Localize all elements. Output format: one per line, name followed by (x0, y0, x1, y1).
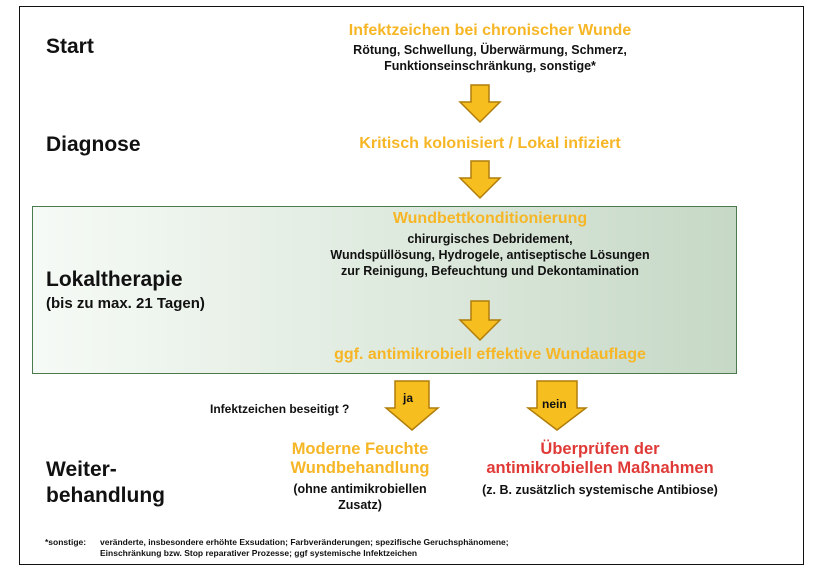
footnote-line-2: Einschränkung bzw. Stop reparativer Proz… (100, 548, 418, 558)
footnote-label: *sonstige: (45, 537, 87, 547)
stage-lokaltherapie: Lokaltherapie (46, 268, 183, 291)
stage-weiter: Weiter- (46, 458, 117, 481)
dressing-label: ggf. antimikrobiell effektive Wundauflag… (334, 346, 646, 363)
start-block: Infektzeichen bei chronischer Wunde Rötu… (290, 22, 690, 74)
yes-note-2: Zusatz) (338, 498, 382, 512)
yes-title-2: Wundbehandlung (290, 459, 430, 477)
yes-arrow-icon (384, 380, 440, 431)
diagnose-title: Kritisch kolonisiert / Lokal infiziert (359, 135, 621, 152)
yes-outcome: Moderne Feuchte Wundbehandlung (ohne ant… (255, 440, 465, 513)
therapy-line-1: chirurgisches Debridement, (407, 232, 573, 246)
no-label: nein (542, 397, 567, 411)
start-line-2: Funktionseinschränkung, sonstige* (384, 59, 596, 73)
footnote-line-1: veränderte, insbesondere erhöhte Exsudat… (100, 537, 509, 547)
no-title-2: antimikrobiellen Maßnahmen (486, 459, 714, 477)
stage-diagnose: Diagnose (46, 133, 141, 156)
yes-note-1: (ohne antimikrobiellen (293, 482, 427, 496)
no-note: (z. B. zusätzlich systemische Antibiose) (482, 483, 718, 497)
therapy-line-3: zur Reinigung, Befeuchtung und Dekontami… (341, 264, 639, 278)
no-arrow-icon (526, 380, 588, 431)
down-arrow-icon-3 (458, 300, 502, 342)
down-arrow-icon-2 (458, 160, 502, 200)
stage-start: Start (46, 35, 94, 58)
no-title-1: Überprüfen der (540, 440, 660, 458)
footnote-text: veränderte, insbesondere erhöhte Exsudat… (100, 537, 780, 559)
diagram-frame (19, 6, 804, 565)
no-outcome: Überprüfen der antimikrobiellen Maßnahme… (450, 440, 750, 498)
therapy-line-2: Wundspüllösung, Hydrogele, antiseptische… (330, 248, 650, 262)
stage-lokaltherapie-sub: (bis zu max. 21 Tagen) (46, 295, 205, 312)
decision-question: Infektzeichen beseitigt ? (210, 402, 350, 416)
start-title: Infektzeichen bei chronischer Wunde (348, 22, 632, 39)
dressing-block: ggf. antimikrobiell effektive Wundauflag… (280, 346, 700, 364)
start-line-1: Rötung, Schwellung, Überwärmung, Schmerz… (353, 43, 627, 57)
therapy-block: Wundbettkonditionierung chirurgisches De… (280, 210, 700, 279)
yes-label: ja (403, 391, 414, 405)
therapy-title: Wundbettkonditionierung (392, 210, 588, 227)
yes-title-1: Moderne Feuchte (291, 440, 429, 458)
diagnose-block: Kritisch kolonisiert / Lokal infiziert (290, 135, 690, 153)
down-arrow-icon-1 (458, 84, 502, 124)
stage-behandlung: behandlung (46, 484, 165, 507)
lokaltherapie-box (32, 206, 737, 374)
